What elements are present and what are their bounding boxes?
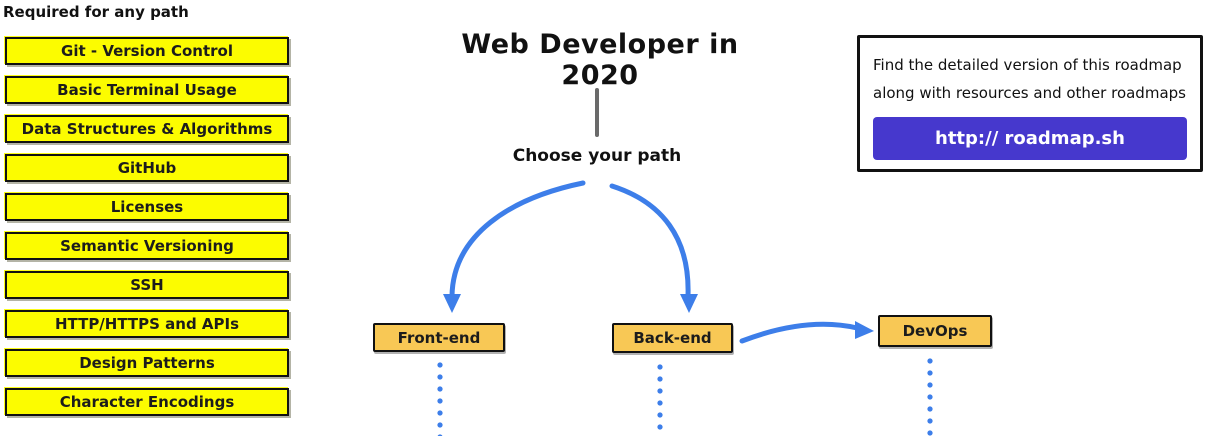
topic-git[interactable]: Git - Version Control: [5, 37, 289, 65]
backend-continuation-dots: [657, 361, 663, 436]
roadmap-sh-link-button[interactable]: http:// roadmap.sh: [873, 117, 1187, 160]
required-path-list: Git - Version Control Basic Terminal Usa…: [5, 37, 289, 416]
info-text-line1: Find the detailed version of this roadma…: [873, 56, 1182, 74]
topic-licenses[interactable]: Licenses: [5, 193, 289, 221]
topic-http-apis[interactable]: HTTP/HTTPS and APIs: [5, 310, 289, 338]
choose-path-label: Choose your path: [512, 146, 682, 166]
page-title: Web Developer in 2020: [461, 29, 739, 91]
topic-semver[interactable]: Semantic Versioning: [5, 232, 289, 260]
info-box: Find the detailed version of this roadma…: [857, 35, 1203, 172]
node-back-end[interactable]: Back-end: [612, 323, 733, 353]
required-path-header: Required for any path: [3, 3, 189, 21]
arrow-to-devops: [739, 321, 860, 344]
arrowhead-devops: [855, 321, 874, 339]
arrow-to-backend: [609, 183, 691, 299]
arrow-to-frontend: [449, 180, 586, 299]
arrowhead-frontend: [443, 294, 461, 313]
title-connector-line: [595, 88, 599, 137]
topic-ssh[interactable]: SSH: [5, 271, 289, 299]
topic-character-encodings[interactable]: Character Encodings: [5, 388, 289, 416]
topic-design-patterns[interactable]: Design Patterns: [5, 349, 289, 377]
frontend-continuation-dots: [437, 359, 443, 436]
node-front-end[interactable]: Front-end: [373, 323, 505, 352]
arrowhead-backend: [680, 294, 698, 313]
node-devops[interactable]: DevOps: [878, 315, 992, 347]
topic-data-structures[interactable]: Data Structures & Algorithms: [5, 115, 289, 143]
topic-github[interactable]: GitHub: [5, 154, 289, 182]
info-text-line2: along with resources and other roadmaps: [873, 84, 1186, 102]
topic-terminal[interactable]: Basic Terminal Usage: [5, 76, 289, 104]
devops-continuation-dots: [927, 355, 933, 436]
